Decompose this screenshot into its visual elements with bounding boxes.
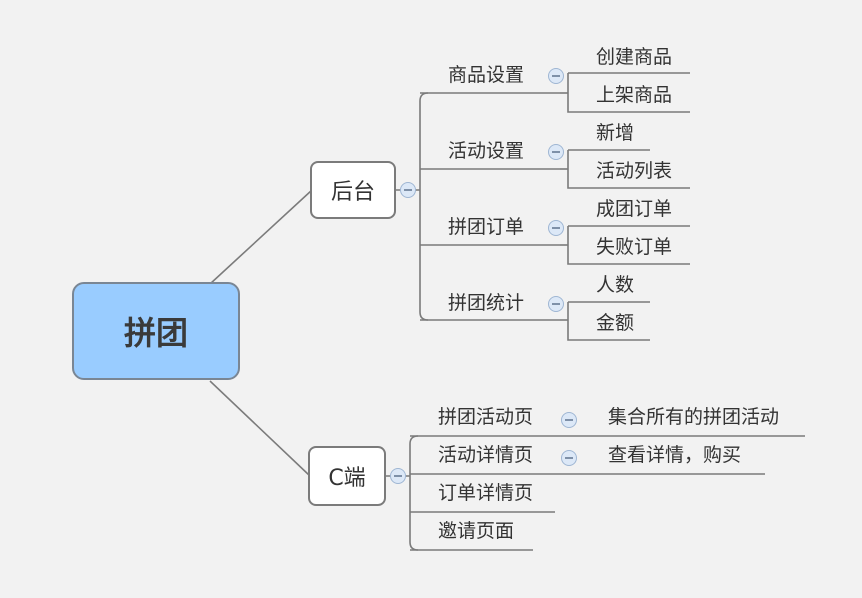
root-topic[interactable]: 拼团: [72, 282, 240, 380]
topic-product-settings[interactable]: 商品设置: [448, 64, 525, 86]
topic-failed-orders[interactable]: 失败订单: [596, 236, 673, 258]
collapse-group-stats-toggle[interactable]: [548, 296, 564, 312]
minus-icon: [394, 475, 402, 477]
collapse-group-orders-toggle[interactable]: [548, 220, 564, 236]
minus-icon: [404, 189, 412, 191]
collapse-backend-toggle[interactable]: [400, 182, 416, 198]
topic-list-product[interactable]: 上架商品: [596, 84, 673, 106]
topic-group-orders[interactable]: 拼团订单: [448, 216, 525, 238]
topic-order-detail-page[interactable]: 订单详情页: [438, 482, 534, 504]
topic-view-detail-buy[interactable]: 查看详情，购买: [608, 444, 742, 466]
branch-backend[interactable]: 后台: [310, 161, 396, 219]
minus-icon: [565, 457, 573, 459]
collapse-activity-settings-toggle[interactable]: [548, 144, 564, 160]
collapse-group-activity-page-toggle[interactable]: [561, 412, 577, 428]
topic-success-orders[interactable]: 成团订单: [596, 198, 673, 220]
collapse-product-settings-toggle[interactable]: [548, 68, 564, 84]
minus-icon: [565, 419, 573, 421]
collapse-activity-detail-page-toggle[interactable]: [561, 450, 577, 466]
minus-icon: [552, 151, 560, 153]
topic-invite-page[interactable]: 邀请页面: [438, 520, 515, 542]
topic-activity-list[interactable]: 活动列表: [596, 160, 673, 182]
topic-amount[interactable]: 金额: [596, 312, 635, 334]
branch-client[interactable]: C端: [308, 446, 386, 506]
topic-activity-detail-page[interactable]: 活动详情页: [438, 444, 534, 466]
topic-group-activity-page[interactable]: 拼团活动页: [438, 406, 534, 428]
minus-icon: [552, 75, 560, 77]
minus-icon: [552, 227, 560, 229]
topic-group-stats[interactable]: 拼团统计: [448, 292, 525, 314]
topic-create-product[interactable]: 创建商品: [596, 46, 673, 68]
collapse-client-toggle[interactable]: [390, 468, 406, 484]
topic-add-new[interactable]: 新增: [596, 122, 635, 144]
topic-activity-settings[interactable]: 活动设置: [448, 140, 525, 162]
topic-all-group-activities[interactable]: 集合所有的拼团活动: [608, 406, 780, 428]
minus-icon: [552, 303, 560, 305]
topic-people-count[interactable]: 人数: [596, 274, 635, 296]
